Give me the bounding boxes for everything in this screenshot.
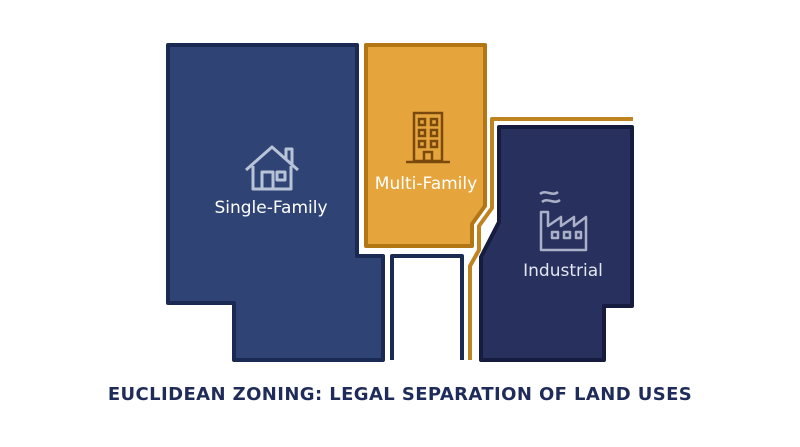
multi-family-label: Multi-Family [375,174,477,194]
single-family-parcel [166,43,385,362]
single-family-label: Single-Family [214,198,327,218]
factory-icon [539,190,588,252]
industrial-parcel [479,125,634,362]
industrial-label: Industrial [523,261,603,281]
diagram-caption: EUCLIDEAN ZONING: LEGAL SEPARATION OF LA… [107,384,693,405]
zone-industrial: Industrial [479,125,634,362]
zone-single-family: Single-Family [166,43,385,362]
house-icon [245,145,299,191]
apartment-building-icon [406,111,450,164]
zone-multi-family: Multi-Family [364,43,487,248]
zone-buffer-strip [468,117,633,360]
open-land-strip [390,254,464,360]
